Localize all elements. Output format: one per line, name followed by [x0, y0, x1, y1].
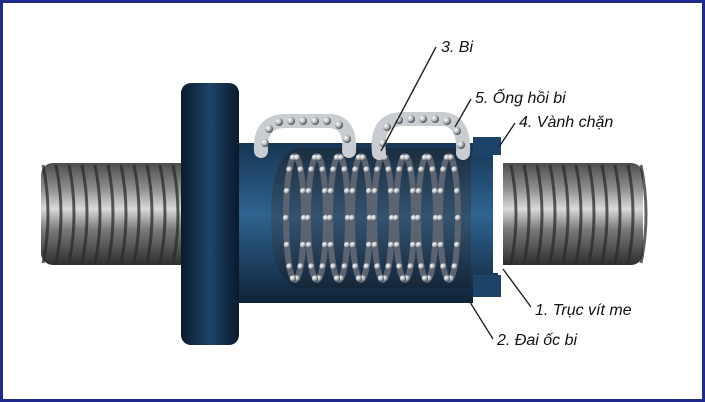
nut-flange — [181, 83, 239, 345]
leader-lines — [380, 46, 532, 340]
leader-lead-screw — [502, 268, 532, 308]
leader-ball — [380, 46, 437, 152]
leader-ball-nut — [462, 290, 494, 340]
label-return-tube: 5. Ống hồi bi — [475, 88, 566, 107]
leader-return-tube — [454, 98, 472, 128]
ball-screw-diagram: 3. Bi 5. Ống hồi bi 4. Vành chặn 1. Trục… — [41, 39, 648, 349]
label-lead-screw: 1. Trục vít me — [535, 302, 632, 319]
stop-ring-bottom — [473, 275, 501, 297]
stop-ring-top — [473, 137, 501, 157]
label-ball-nut: 2. Đai ốc bi — [496, 332, 577, 349]
label-stop-ring: 4. Vành chặn — [519, 114, 613, 131]
return-tube — [253, 112, 471, 160]
leader-stop-ring — [498, 122, 516, 148]
label-ball: 3. Bi — [441, 39, 473, 56]
